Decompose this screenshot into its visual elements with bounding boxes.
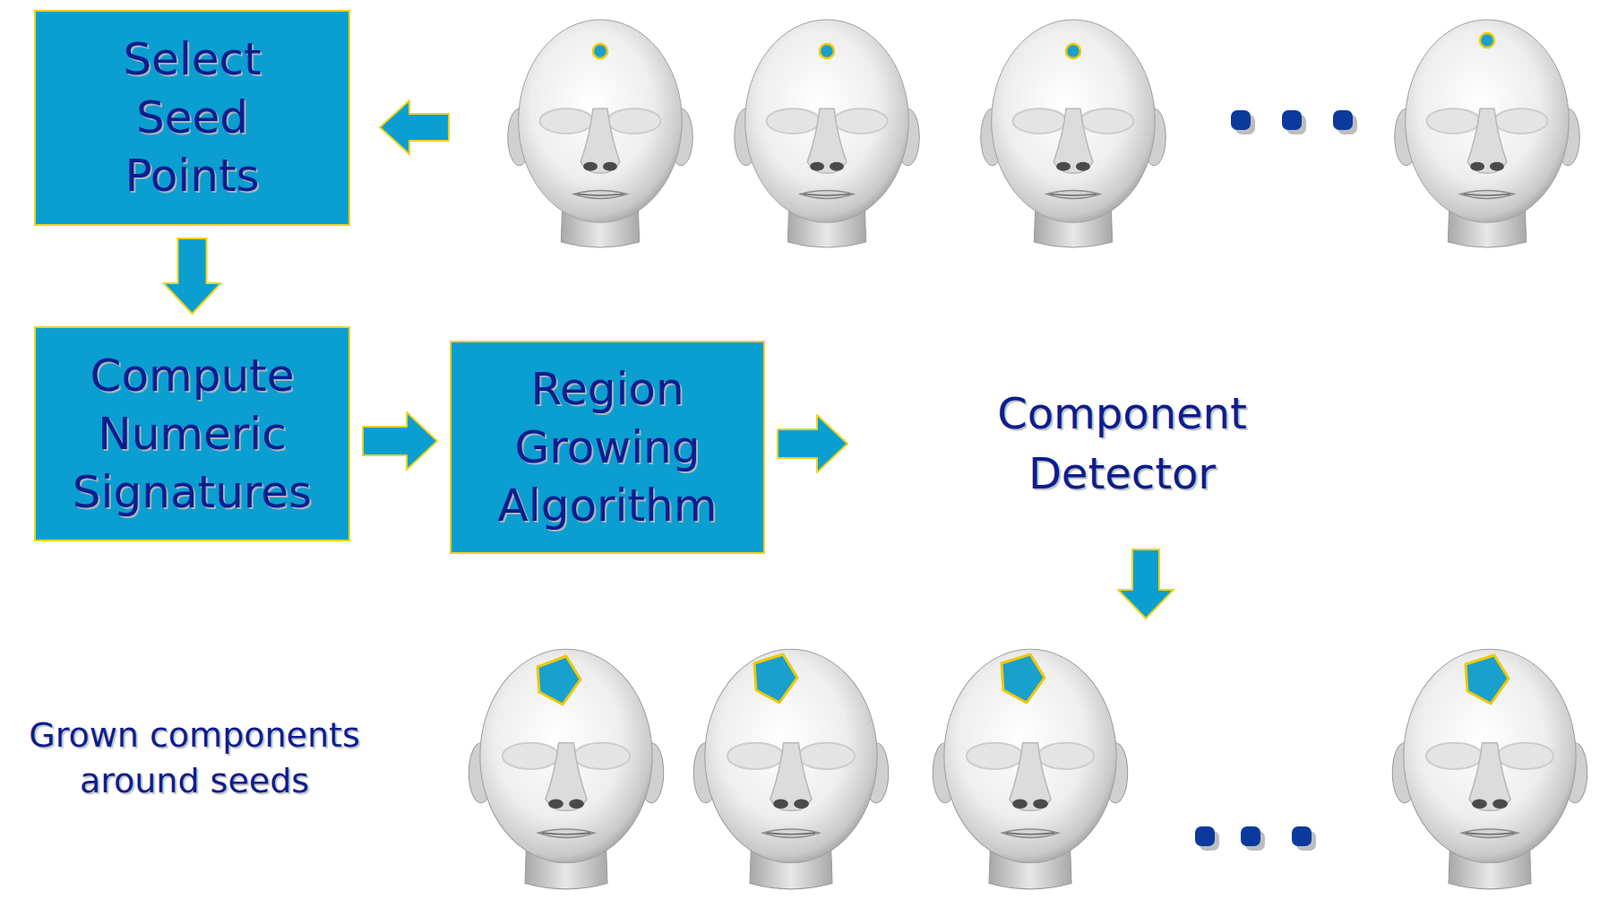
process-box: Compute Numeric Signatures — [34, 326, 351, 542]
process-box: Select Seed Points — [34, 9, 351, 226]
caption-note: Grown components around seeds — [1, 712, 388, 805]
block-arrow — [163, 238, 222, 314]
process-box: Region Growing Algorithm — [449, 340, 766, 554]
node-text: Region Growing Algorithm — [498, 360, 718, 535]
node-text: Component Detector — [997, 383, 1248, 504]
node-text: Compute Numeric Signatures — [72, 346, 312, 522]
block-arrow — [777, 414, 848, 473]
node-text: Select Seed Points — [122, 30, 261, 206]
process-label: Component Detector — [860, 369, 1385, 517]
block-arrow — [362, 412, 438, 470]
